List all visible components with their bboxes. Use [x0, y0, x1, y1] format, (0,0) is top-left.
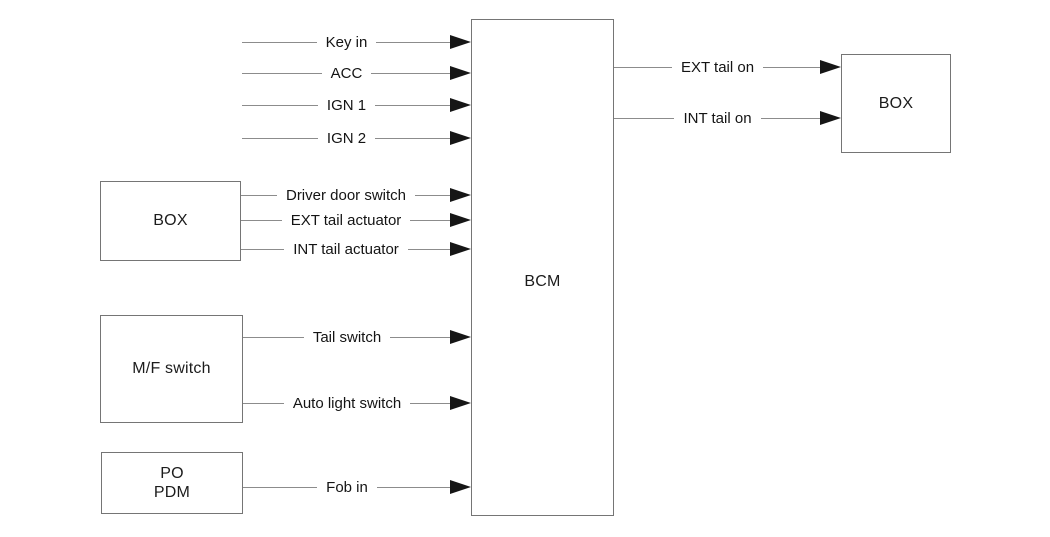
signal-label: Auto light switch [292, 394, 402, 412]
node-left-box: BOX [100, 181, 241, 261]
wire [242, 137, 318, 139]
node-po-pdm-label: PO PDM [154, 464, 190, 502]
node-right-box-label: BOX [878, 94, 914, 112]
arrowhead-icon [450, 480, 472, 494]
signal-label: INT tail on [683, 109, 752, 127]
signal-label: Fob in [326, 478, 368, 496]
arrowhead-icon [450, 98, 471, 112]
signal-row-key-in: Key in [242, 31, 472, 53]
wire [371, 72, 452, 74]
signal-label: IGN 2 [326, 129, 367, 147]
arrowhead-icon [450, 396, 472, 410]
arrowhead-icon [820, 60, 842, 74]
signal-row-ign1: IGN 1 [242, 94, 471, 116]
wire [376, 41, 452, 43]
wire [410, 219, 451, 221]
signal-row-acc: ACC [242, 62, 472, 84]
signal-label: IGN 1 [326, 96, 367, 114]
wire [415, 194, 451, 196]
wire [614, 117, 675, 119]
signal-row-ext-tail-on: EXT tail on [614, 56, 842, 78]
signal-label: EXT tail on [680, 58, 755, 76]
node-right-box: BOX [841, 54, 951, 153]
arrowhead-icon [450, 330, 472, 344]
wire [243, 336, 304, 338]
signal-label: Driver door switch [285, 186, 407, 204]
wire [241, 219, 282, 221]
wire [242, 104, 318, 106]
signal-label: Key in [325, 33, 368, 51]
node-po-pdm-line2: PDM [153, 484, 191, 501]
arrowhead-icon [450, 131, 471, 145]
wire [410, 402, 452, 404]
arrowhead-icon [450, 213, 471, 227]
arrowhead-icon [450, 188, 471, 202]
signal-label: Tail switch [312, 328, 382, 346]
wire [763, 66, 822, 68]
arrowhead-icon [450, 35, 472, 49]
node-po-pdm: PO PDM [101, 452, 243, 514]
wire [242, 72, 322, 74]
signal-row-int-tail-on: INT tail on [614, 107, 841, 129]
wire [376, 486, 452, 488]
wire [614, 66, 672, 68]
node-mf-switch: M/F switch [100, 315, 243, 423]
signal-row-auto-light-switch: Auto light switch [243, 392, 472, 414]
wire [375, 104, 451, 106]
wire [407, 248, 452, 250]
signal-label: ACC [330, 64, 363, 82]
node-po-pdm-line1: PO [160, 465, 184, 482]
signal-row-ign2: IGN 2 [242, 127, 471, 149]
node-bcm-label: BCM [524, 272, 561, 290]
signal-row-ext-tail-actuator: EXT tail actuator [241, 209, 471, 231]
node-bcm: BCM [471, 19, 614, 516]
wire [243, 402, 284, 404]
signal-row-tail-switch: Tail switch [243, 326, 472, 348]
wire [760, 117, 821, 119]
wire [241, 194, 277, 196]
signal-row-fob-in: Fob in [243, 476, 472, 498]
wire [241, 248, 285, 250]
wire [242, 41, 317, 43]
node-left-box-label: BOX [153, 212, 188, 229]
arrowhead-icon [820, 111, 841, 125]
wire [390, 336, 452, 338]
signal-row-driver-door-switch: Driver door switch [241, 184, 471, 206]
wire [243, 486, 318, 488]
signal-label: INT tail actuator [293, 240, 399, 258]
node-mf-switch-label: M/F switch [132, 360, 211, 377]
arrowhead-icon [450, 66, 472, 80]
arrowhead-icon [450, 242, 472, 256]
wire [375, 137, 451, 139]
signal-label: EXT tail actuator [290, 211, 402, 229]
signal-row-int-tail-actuator: INT tail actuator [241, 238, 472, 260]
